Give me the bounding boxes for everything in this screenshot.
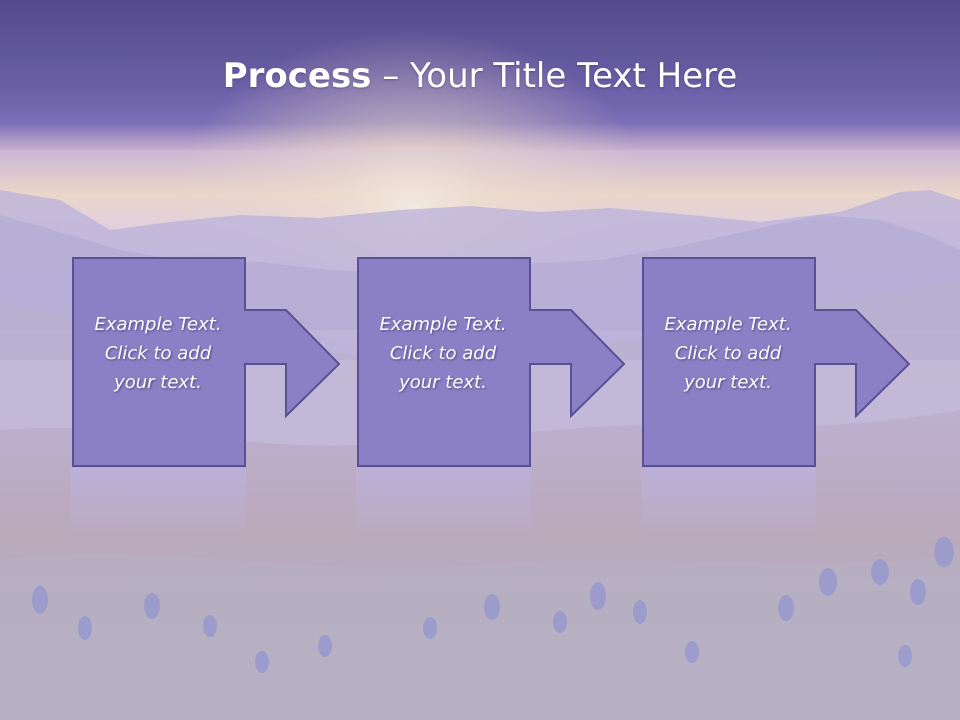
arrow-box-shape bbox=[72, 257, 341, 467]
step-text-line: your text. bbox=[684, 372, 772, 393]
step-1-reflection bbox=[71, 468, 246, 538]
step-2-reflection bbox=[356, 468, 531, 538]
step-text-line: Example Text. bbox=[94, 314, 222, 335]
step-text-line: Click to add bbox=[104, 343, 212, 364]
step-3-reflection bbox=[641, 468, 816, 538]
step-text-line: Click to add bbox=[389, 343, 497, 364]
process-step-3[interactable]: Example Text. Click to add your text. bbox=[641, 256, 911, 468]
step-text-line: your text. bbox=[114, 372, 202, 393]
title-text: – Your Title Text Here bbox=[371, 56, 738, 96]
process-step-2[interactable]: Example Text. Click to add your text. bbox=[356, 256, 626, 468]
step-1-text[interactable]: Example Text. Click to add your text. bbox=[77, 310, 239, 397]
slide-title[interactable]: Process – Your Title Text Here bbox=[0, 52, 960, 100]
arrow-box-shape bbox=[357, 257, 626, 467]
process-step-1[interactable]: Example Text. Click to add your text. bbox=[71, 256, 341, 468]
step-text-line: Click to add bbox=[674, 343, 782, 364]
step-2-text[interactable]: Example Text. Click to add your text. bbox=[362, 310, 524, 397]
title-bold-word: Process bbox=[222, 56, 372, 96]
step-text-line: Example Text. bbox=[379, 314, 507, 335]
step-text-line: Example Text. bbox=[664, 314, 792, 335]
arrow-box-shape bbox=[642, 257, 911, 467]
step-3-text[interactable]: Example Text. Click to add your text. bbox=[647, 310, 809, 397]
step-text-line: your text. bbox=[399, 372, 487, 393]
